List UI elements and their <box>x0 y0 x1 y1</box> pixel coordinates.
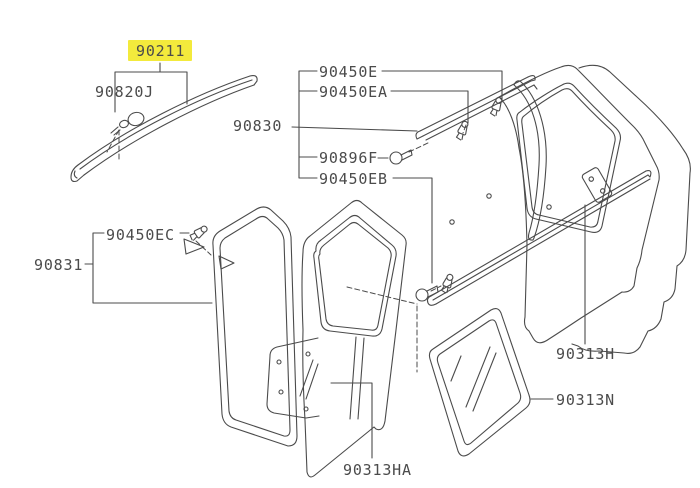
hidden-construction-lines <box>106 124 467 373</box>
part-label-90831[interactable]: 90831 <box>34 256 83 274</box>
clip-icon <box>188 223 210 243</box>
quarter-panel-drawing <box>498 64 660 344</box>
bolt-icon <box>389 149 413 165</box>
part-label-90313H[interactable]: 90313H <box>556 345 615 363</box>
screw-icon <box>110 111 145 136</box>
part-label-90450EA[interactable]: 90450EA <box>319 83 388 101</box>
leader-lines <box>84 62 586 459</box>
pillar-molding-90830-drawing <box>415 75 538 141</box>
finisher-molding-90313H-drawing <box>426 167 652 306</box>
part-label-90313N[interactable]: 90313N <box>556 391 615 409</box>
bolt-icon <box>415 285 439 302</box>
part-label-90896F[interactable]: 90896F <box>319 149 378 167</box>
part-label-90313HA[interactable]: 90313HA <box>343 461 412 479</box>
drip-molding-90211-drawing <box>70 75 258 183</box>
weatherstrip-90831-drawing <box>183 206 298 447</box>
quarter-glass-90313N-drawing <box>428 307 531 457</box>
door-panel-90313HA-drawing <box>266 199 407 478</box>
body-outline-drawing <box>571 64 691 354</box>
part-label-90450EC[interactable]: 90450EC <box>106 226 175 244</box>
part-label-90211[interactable]: 90211 <box>136 42 185 60</box>
part-label-90450E[interactable]: 90450E <box>319 63 378 81</box>
part-label-90830[interactable]: 90830 <box>233 117 282 135</box>
highlight-marker <box>128 40 192 61</box>
part-label-90450EB[interactable]: 90450EB <box>319 170 388 188</box>
part-label-90820J[interactable]: 90820J <box>95 83 154 101</box>
